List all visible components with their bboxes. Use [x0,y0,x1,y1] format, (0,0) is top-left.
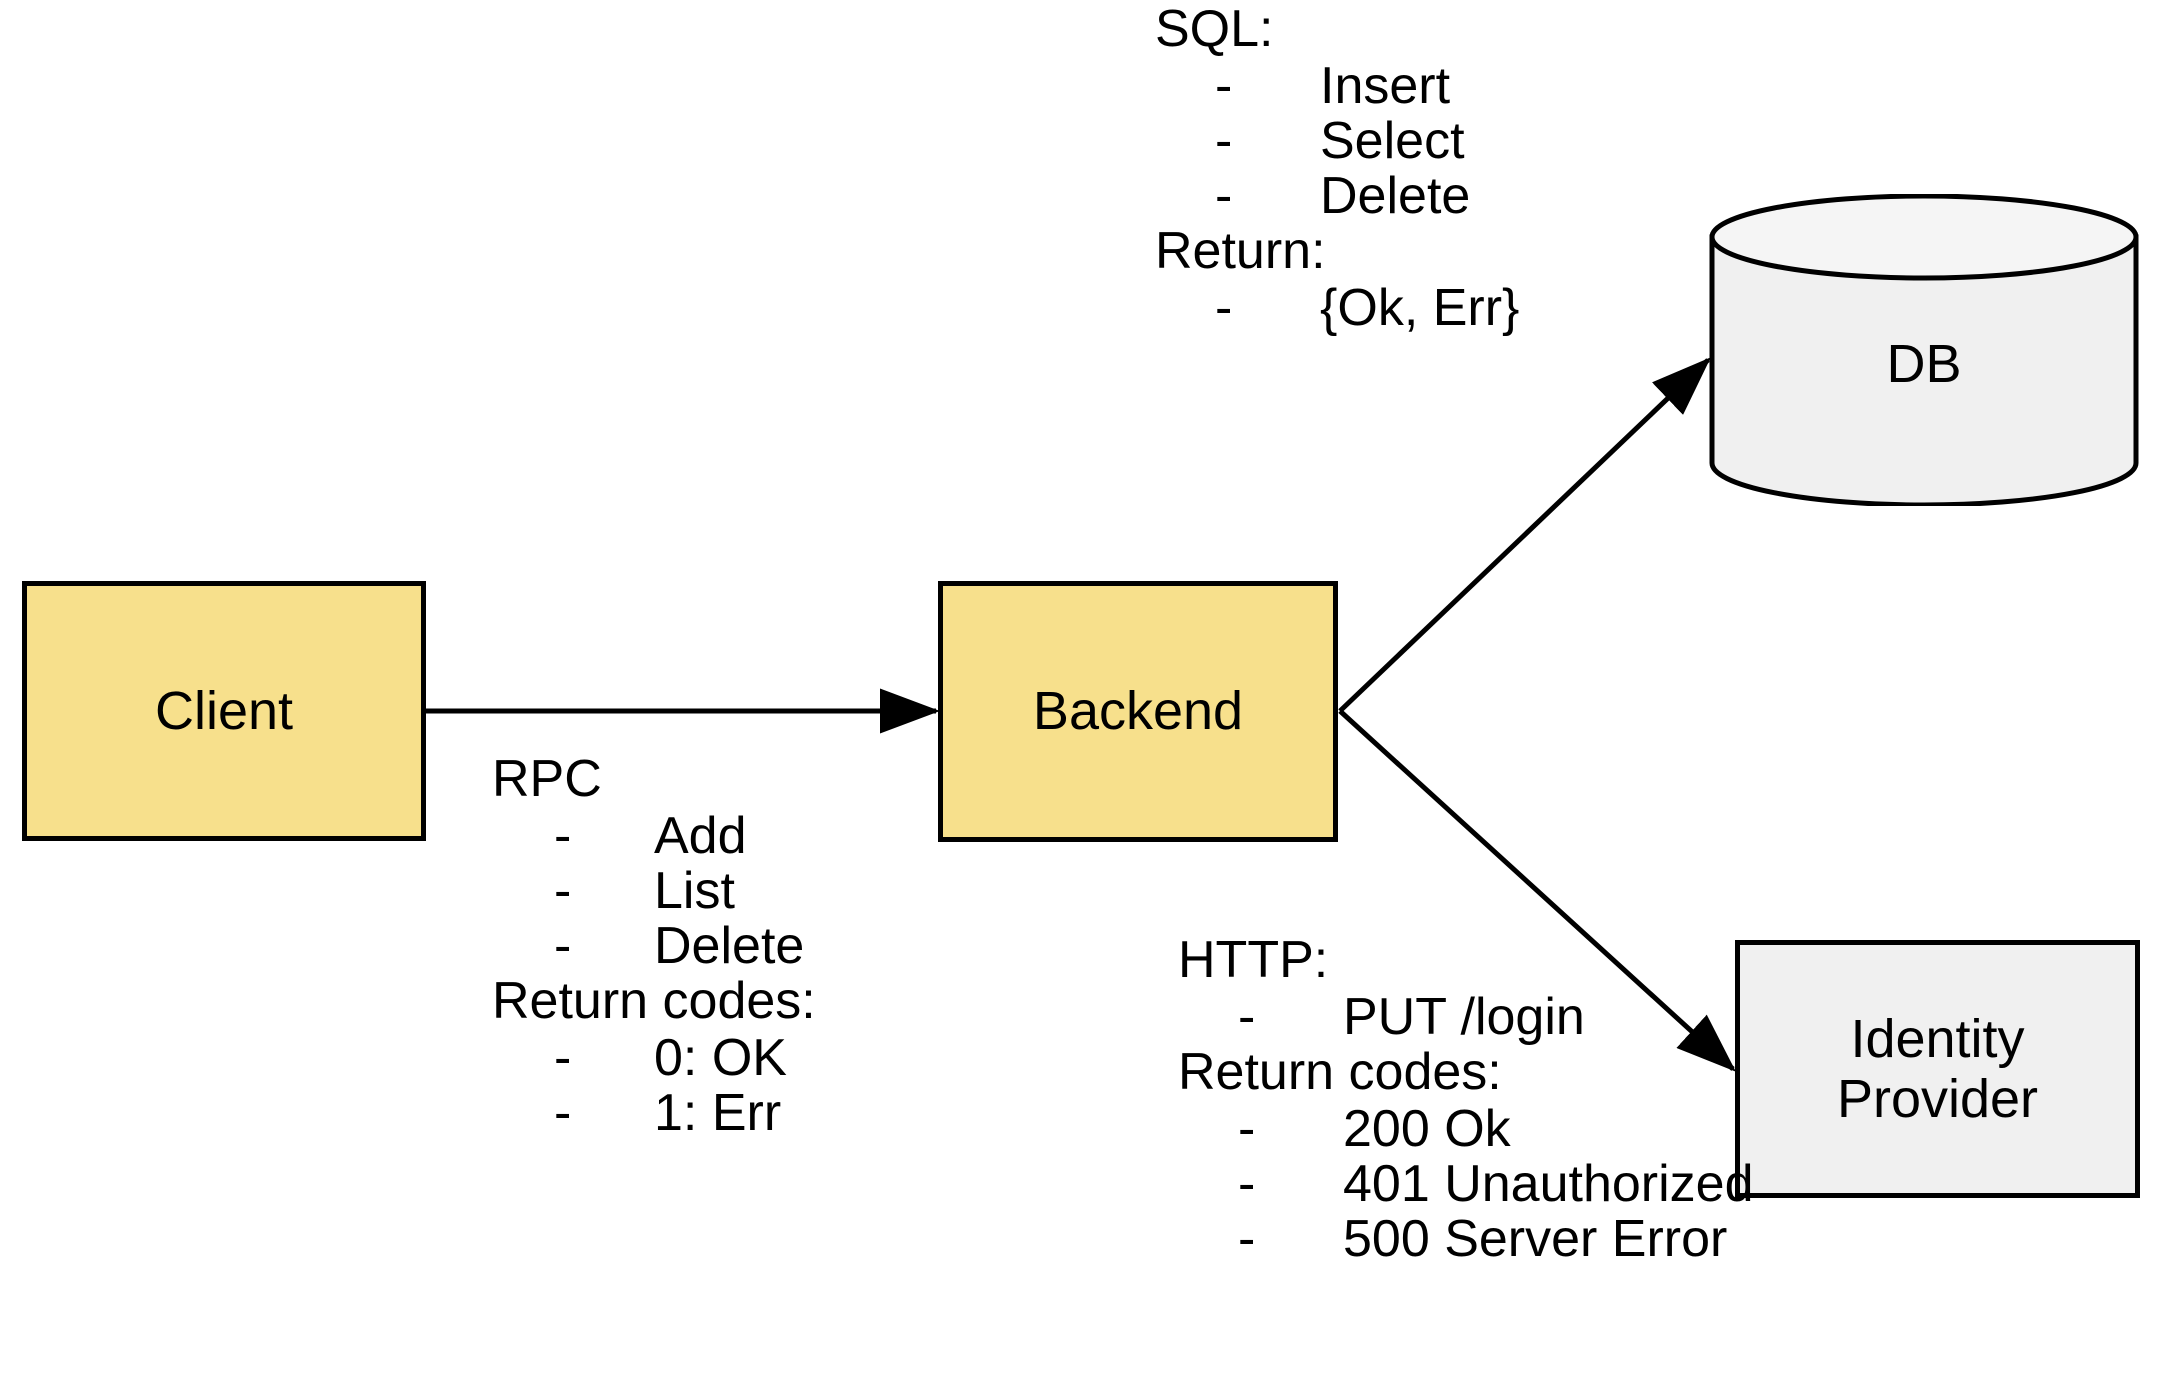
node-db-label: DB [1886,334,1962,394]
http-return-heading: Return codes: [1178,1043,1502,1102]
idp-label-line-1: Identity [1850,1008,2025,1069]
node-client-label: Client [154,680,294,741]
bullet-dash: - [554,862,572,921]
node-identity-provider-label: Identity Provider [1837,1009,2038,1130]
bullet-dash: - [554,917,572,976]
bullet-dash: - [554,807,572,866]
rpc-return-1-err: 1: Err [654,1084,782,1143]
idp-label-line-2: Provider [1836,1069,2039,1129]
sql-item-delete: Delete [1320,167,1471,226]
node-backend-label: Backend [1032,681,1244,742]
sql-item-row: - Select [1155,112,1465,171]
bullet-dash: - [1238,1100,1256,1159]
http-heading: HTTP: [1178,931,1329,989]
http-item-put-login: PUT /login [1343,988,1585,1047]
sql-item-row: - Delete [1155,167,1470,226]
rpc-heading: RPC [492,750,602,808]
bullet-dash: - [1238,1155,1256,1214]
annotation-rpc: RPC - Add - List - Delete Return codes: … [492,752,816,1141]
rpc-return-heading: Return codes: [492,972,816,1031]
http-return-200: 200 Ok [1343,1100,1511,1159]
rpc-item-row: - List [492,864,816,919]
node-client[interactable]: Client [22,581,426,841]
rpc-item-row: - Add [492,809,816,864]
rpc-item-add: Add [654,807,747,866]
rpc-return-row: - 1: Err [492,1086,816,1141]
bullet-dash: - [554,1029,572,1088]
sql-heading: SQL: [1155,0,1274,58]
bullet-dash: - [1215,112,1233,171]
sql-item-select: Select [1320,112,1465,171]
database-cylinder-icon [1709,194,2139,506]
sql-return-heading: Return: [1155,222,1326,281]
sql-item-row: - Insert [1155,57,1450,116]
sql-item-insert: Insert [1320,57,1451,116]
http-return-401: 401 Unauthorized [1343,1155,1754,1214]
bullet-dash: - [1238,1210,1256,1269]
bullet-dash: - [1215,279,1233,338]
rpc-item-row: - Delete [492,919,816,974]
node-backend[interactable]: Backend [938,581,1338,842]
http-return-500: 500 Server Error [1343,1210,1728,1269]
bullet-dash: - [1215,57,1233,116]
node-identity-provider[interactable]: Identity Provider [1735,940,2140,1198]
http-return-row: - 500 Server Error [1178,1210,1727,1269]
edge-backend-to-db [1338,357,1711,713]
rpc-item-list: List [654,862,735,921]
http-return-row: - 401 Unauthorized [1178,1155,1754,1214]
http-item-row: - PUT /login [1178,988,1585,1047]
bullet-dash: - [1238,988,1256,1047]
bullet-dash: - [554,1084,572,1143]
rpc-return-0-ok: 0: OK [654,1029,787,1088]
rpc-return-row: - 0: OK [492,1031,816,1086]
bullet-dash: - [1215,167,1233,226]
annotation-http: HTTP: - PUT /login Return codes: - 200 O… [1178,931,1754,1269]
sql-return-ok-err: {Ok, Err} [1320,279,1520,338]
annotation-sql: SQL: - Insert - Select - Delete Return: … [1155,0,1519,338]
sql-return-row: - {Ok, Err} [1155,279,1519,338]
http-return-row: - 200 Ok [1178,1100,1511,1159]
node-db[interactable]: DB [1709,194,2139,506]
rpc-item-delete: Delete [654,917,805,976]
